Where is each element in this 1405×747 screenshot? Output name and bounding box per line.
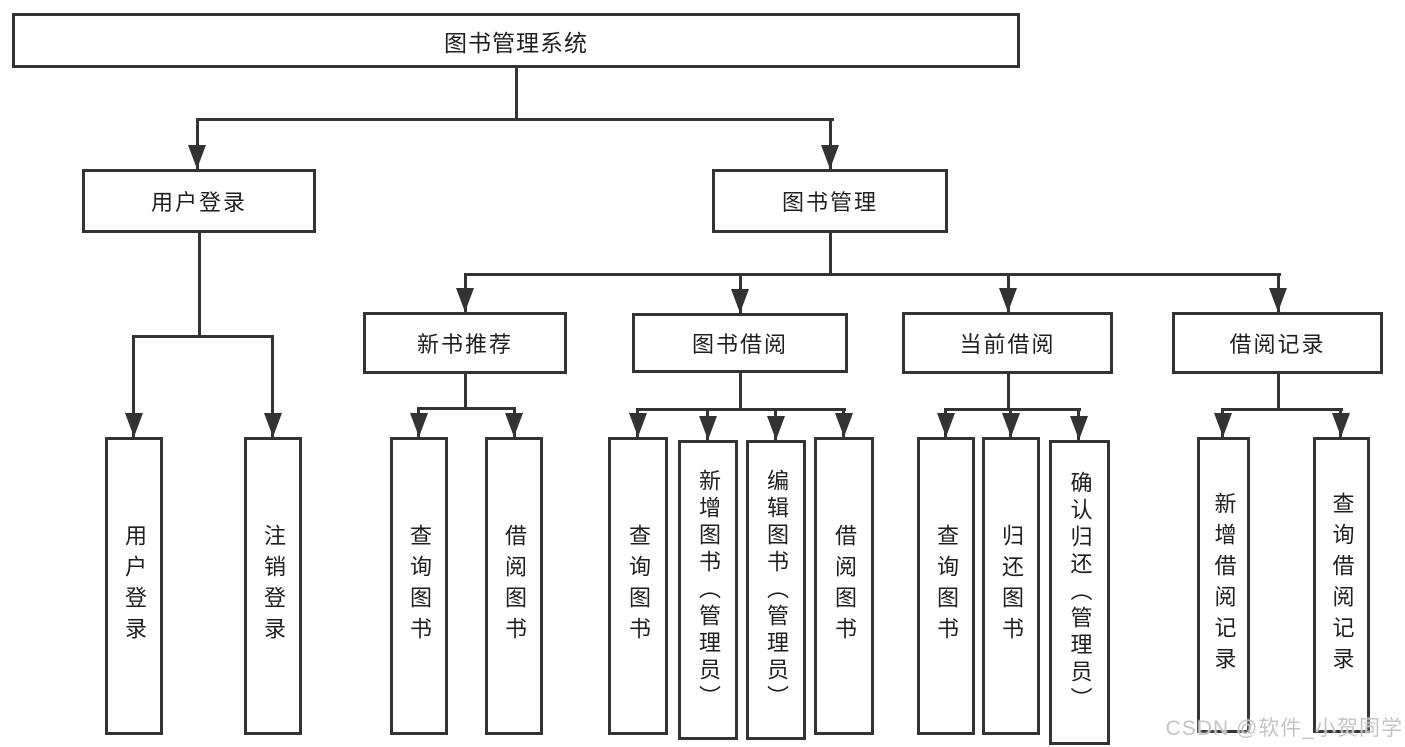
node-book-management: 图书管理: [712, 169, 948, 233]
arrow-down-icon: [264, 413, 282, 437]
connector-line: [829, 233, 832, 275]
leaf-add-books-admin: 新增图书（管理员）: [678, 440, 738, 740]
node-user-login: 用户登录: [82, 169, 316, 233]
arrow-down-icon: [835, 413, 853, 437]
arrow-down-icon: [699, 416, 717, 440]
arrow-down-icon: [731, 289, 749, 313]
leaf-borrow-books-2: 借阅图书: [814, 437, 874, 735]
connector-line: [271, 335, 274, 437]
leaf-query-books: 查询图书: [390, 437, 448, 735]
connector-line: [829, 118, 832, 169]
connector-line: [196, 118, 199, 169]
arrow-down-icon: [937, 413, 955, 437]
connector-line: [739, 373, 742, 410]
connector-line: [944, 408, 1081, 411]
connector-line: [1007, 374, 1010, 410]
arrow-down-icon: [410, 413, 428, 437]
connector-line: [464, 374, 467, 409]
arrow-down-icon: [999, 288, 1017, 312]
arrow-down-icon: [188, 145, 206, 169]
watermark: CSDN @软件_小贺同学: [1165, 717, 1403, 740]
leaf-query-borrow-record: 查询借阅记录: [1313, 437, 1370, 733]
connector-line: [196, 118, 834, 121]
connector-line: [1221, 408, 1343, 411]
leaf-borrow-books: 借阅图书: [485, 437, 543, 735]
node-book-borrowing: 图书借阅: [632, 313, 848, 373]
arrow-down-icon: [1269, 288, 1287, 312]
leaf-logout: 注销登录: [244, 437, 302, 735]
leaf-query-books-3: 查询图书: [917, 437, 975, 735]
connector-line: [636, 408, 846, 411]
arrow-down-icon: [629, 413, 647, 437]
connector-line: [132, 335, 274, 338]
arrow-down-icon: [456, 288, 474, 312]
connector-line: [515, 68, 518, 120]
connector-line: [198, 233, 201, 337]
connector-line: [132, 335, 135, 437]
leaf-query-books-2: 查询图书: [608, 437, 668, 735]
arrow-down-icon: [767, 416, 785, 440]
arrow-down-icon: [505, 413, 523, 437]
arrow-down-icon: [125, 413, 143, 437]
connector-line: [464, 273, 1281, 276]
leaf-add-borrow-record: 新增借阅记录: [1197, 437, 1250, 733]
arrow-down-icon: [1070, 416, 1088, 440]
node-library-system: 图书管理系统: [12, 13, 1020, 68]
arrow-down-icon: [1214, 413, 1232, 437]
node-new-book-recommend: 新书推荐: [363, 312, 567, 374]
arrow-down-icon: [821, 145, 839, 169]
leaf-user-login: 用户登录: [105, 437, 163, 735]
node-current-borrowing: 当前借阅: [902, 312, 1113, 374]
arrow-down-icon: [1002, 413, 1020, 437]
connector-line: [417, 407, 516, 410]
leaf-return-books: 归还图书: [982, 437, 1040, 735]
leaf-confirm-return-admin: 确认归还（管理员）: [1049, 440, 1110, 745]
connector-line: [1277, 374, 1280, 410]
arrow-down-icon: [1332, 413, 1350, 437]
node-borrowing-records: 借阅记录: [1172, 312, 1383, 374]
leaf-edit-books-admin: 编辑图书（管理员）: [746, 440, 806, 740]
